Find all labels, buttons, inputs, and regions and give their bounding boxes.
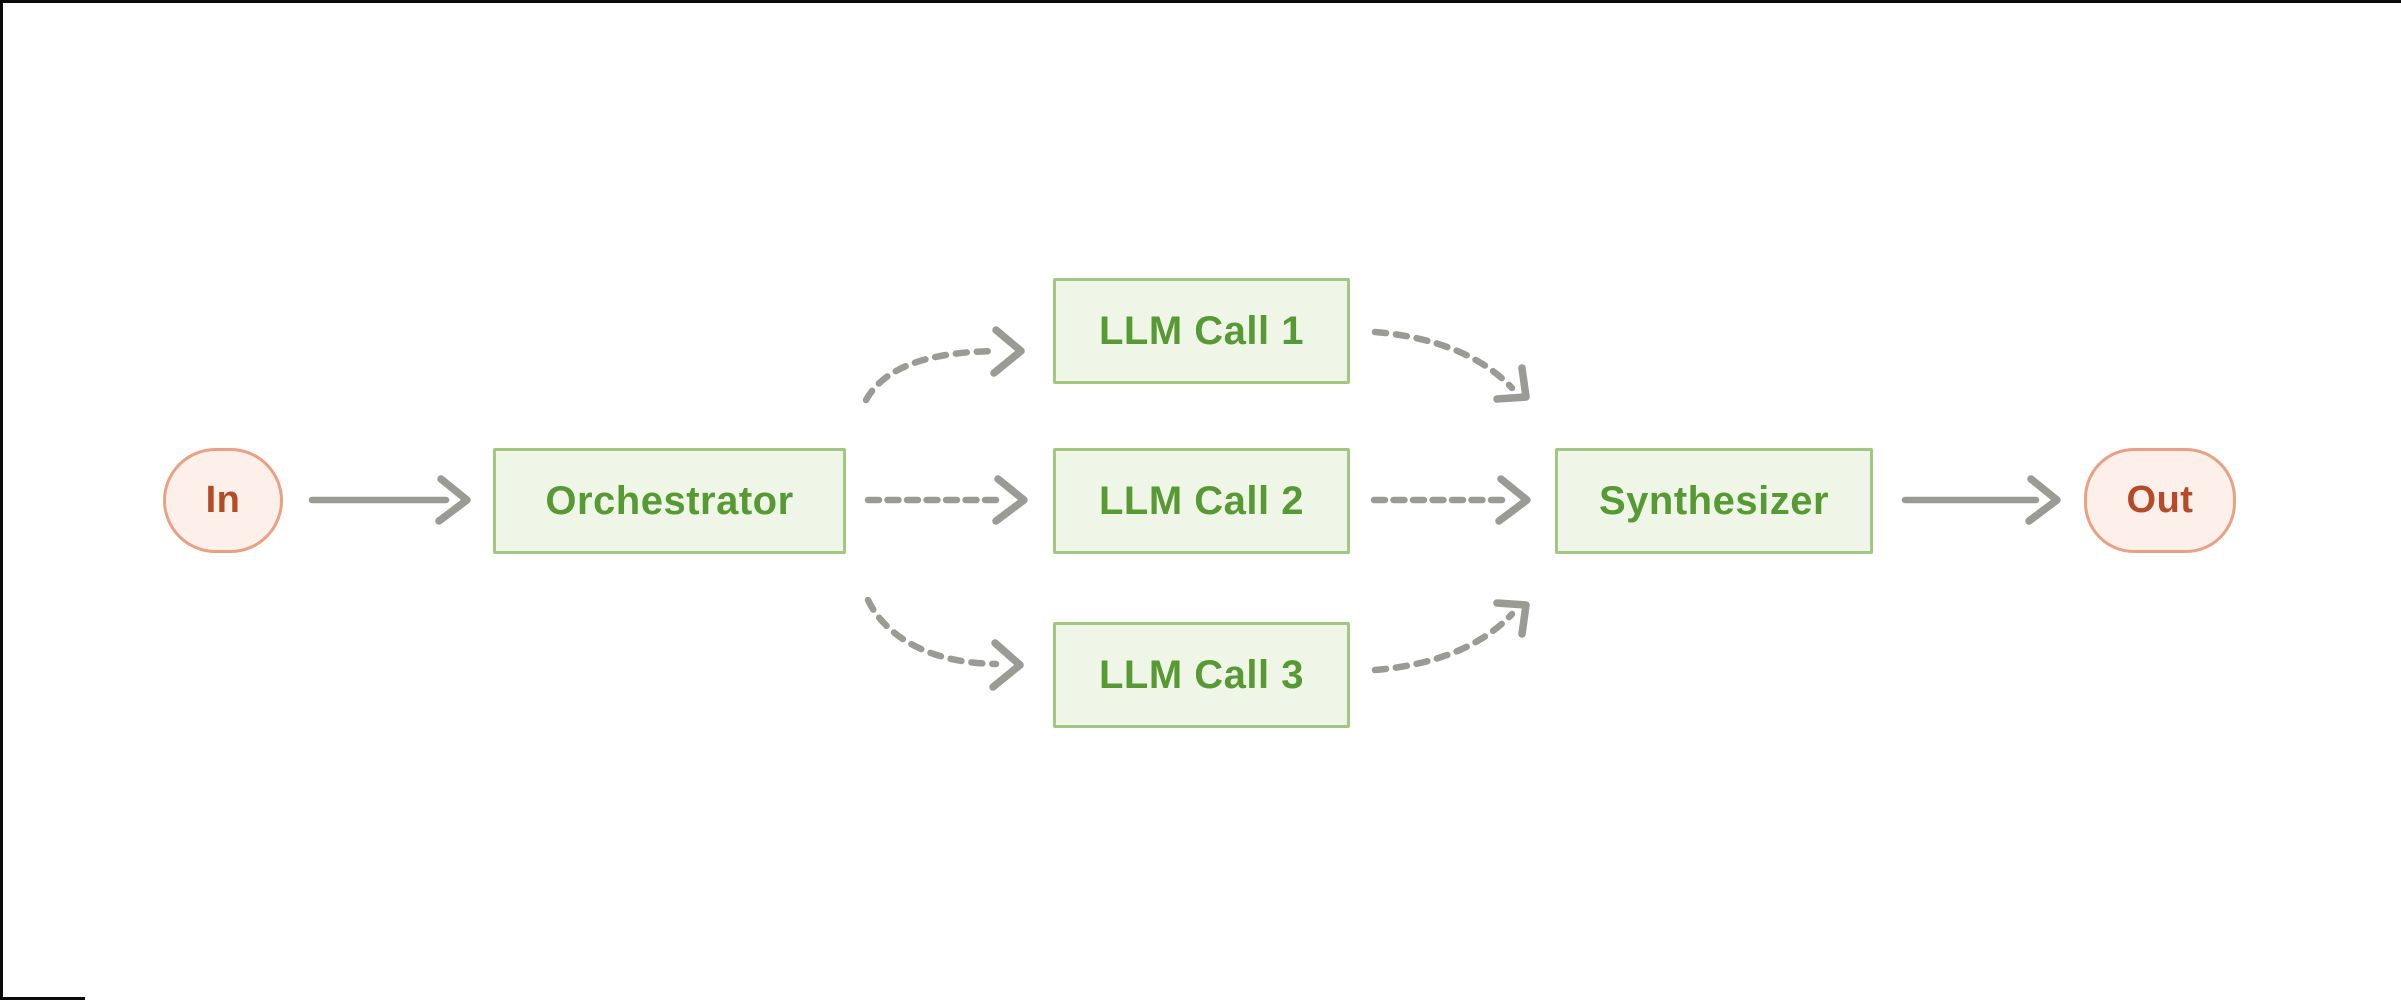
node-llm-call-1: LLM Call 1 [1053, 278, 1350, 384]
arrow-synthesizer-to-out [1901, 475, 2061, 525]
screen-edge-left [0, 0, 3, 1000]
screen-edge-top [0, 0, 2401, 3]
arrow-in-to-orchestrator [308, 475, 471, 525]
node-out-label: Out [2126, 479, 2194, 521]
dashed-arrow-llm-call-1-to-synthesizer [1371, 328, 1530, 403]
node-llm-call-2-label: LLM Call 2 [1098, 478, 1305, 523]
node-orchestrator-label: Orchestrator [545, 478, 794, 523]
dashed-arrow-orchestrator-to-llm-call-2 [864, 475, 1028, 525]
node-orchestrator: Orchestrator [493, 448, 846, 554]
node-llm-call-2: LLM Call 2 [1053, 448, 1350, 554]
dashed-arrow-llm-call-3-to-synthesizer [1371, 599, 1530, 674]
dashed-arrow-orchestrator-to-llm-call-1 [862, 326, 1025, 404]
node-llm-call-3-label: LLM Call 3 [1098, 652, 1305, 697]
dashed-arrow-llm-call-2-to-synthesizer [1370, 475, 1531, 525]
node-llm-call-1-label: LLM Call 1 [1098, 308, 1305, 353]
node-in-label: In [205, 479, 241, 521]
node-synthesizer: Synthesizer [1555, 448, 1873, 554]
node-synthesizer-label: Synthesizer [1598, 478, 1830, 523]
node-llm-call-3: LLM Call 3 [1053, 622, 1350, 728]
node-in: In [163, 448, 283, 553]
screen-edge-bottom-left [0, 997, 85, 1000]
dashed-arrow-orchestrator-to-llm-call-3 [864, 596, 1024, 691]
node-out: Out [2084, 448, 2236, 553]
